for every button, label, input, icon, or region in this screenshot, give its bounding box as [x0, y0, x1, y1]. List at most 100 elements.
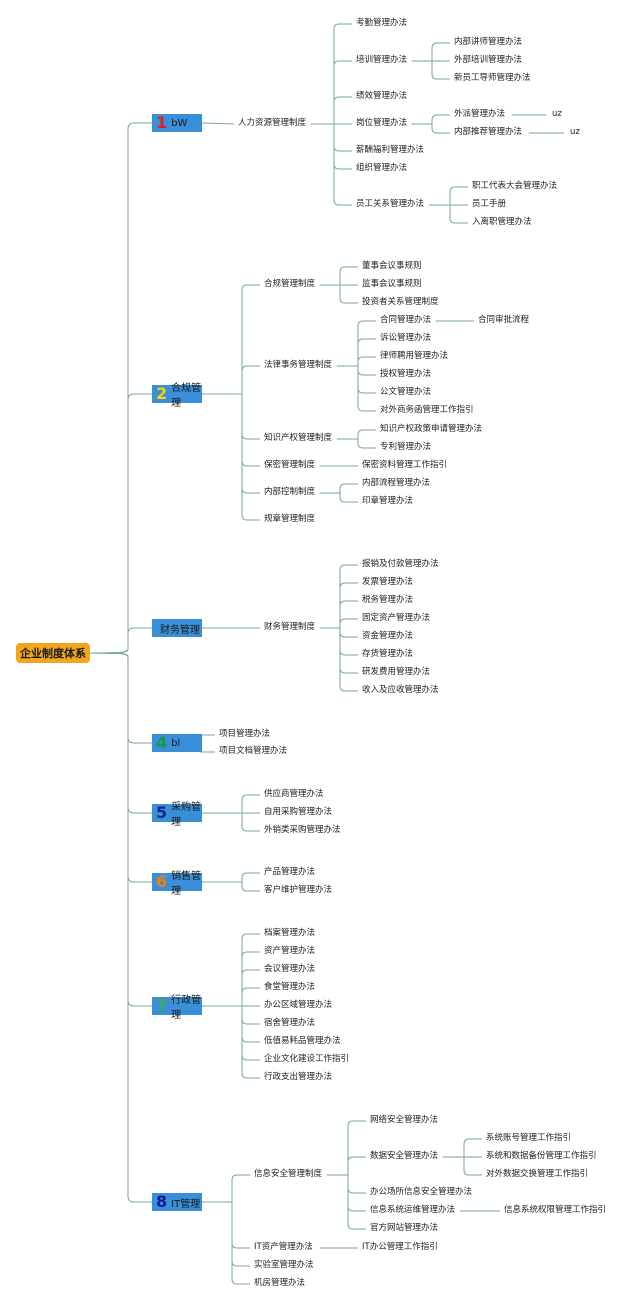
branch-connector	[241, 284, 260, 394]
trunk-connector	[89, 652, 152, 814]
level4-item[interactable]: 对外数据交换管理工作指引	[486, 1169, 589, 1179]
level3-item[interactable]: 员工关系管理办法	[356, 199, 425, 209]
level3-item[interactable]: 律师聘用管理办法	[380, 351, 449, 361]
level2-item[interactable]: 项目管理办法	[219, 729, 271, 739]
level3-item[interactable]: 监事会议事规则	[362, 279, 422, 289]
level2-item[interactable]: 知识产权管理制度	[264, 433, 333, 443]
level2-item[interactable]: 实验室管理办法	[254, 1260, 314, 1270]
branch-label: 采购管理	[171, 802, 202, 828]
level2-item[interactable]: 项目文档管理办法	[219, 746, 288, 756]
level2-item[interactable]: 供应商管理办法	[264, 789, 324, 799]
level3-item[interactable]: 内部流程管理办法	[362, 478, 431, 488]
level2-item[interactable]: 行政支出管理办法	[264, 1072, 333, 1082]
level2-item[interactable]: 产品管理办法	[264, 867, 316, 877]
level3-item[interactable]: 报销及付款管理办法	[362, 559, 439, 569]
level3-item[interactable]: 公文管理办法	[380, 387, 432, 397]
level3-item[interactable]: 固定资产管理办法	[362, 613, 431, 623]
level4-item[interactable]: 合同审批流程	[478, 315, 530, 325]
level3-item[interactable]: 研发费用管理办法	[362, 667, 431, 677]
level2-item[interactable]: 外销类采购管理办法	[264, 825, 341, 835]
level3-item[interactable]: 绩效管理办法	[356, 91, 408, 101]
level3-item[interactable]: 信息系统运维管理办法	[370, 1205, 456, 1215]
level3-item[interactable]: 考勤管理办法	[356, 18, 408, 28]
level3-item[interactable]: 官方网站管理办法	[370, 1223, 439, 1233]
level2-item[interactable]: 食堂管理办法	[264, 982, 316, 992]
level3-item[interactable]: 岗位管理办法	[356, 118, 408, 128]
level2-item[interactable]: 人力资源管理制度	[238, 118, 307, 128]
level3-item[interactable]: 存货管理办法	[362, 649, 414, 659]
level4-item[interactable]: 内部推荐管理办法	[454, 127, 523, 137]
level3-item[interactable]: 发票管理办法	[362, 577, 414, 587]
level2-item[interactable]: IT资产管理办法	[254, 1242, 313, 1252]
level4-item[interactable]: 内部讲师管理办法	[454, 37, 523, 47]
level4-item[interactable]: 信息系统权限管理工作指引	[504, 1205, 607, 1215]
level3-item[interactable]: 组织管理办法	[356, 163, 408, 173]
level3-item[interactable]: 数据安全管理办法	[370, 1151, 439, 1161]
level3-item[interactable]: 收入及应收管理办法	[362, 685, 439, 695]
level2-item[interactable]: 机房管理办法	[254, 1278, 306, 1288]
level2-item[interactable]: 资产管理办法	[264, 946, 316, 956]
level2-item[interactable]: 宿舍管理办法	[264, 1018, 316, 1028]
level3-connector	[463, 1138, 482, 1157]
level4-item[interactable]: 外部培训管理办法	[454, 55, 523, 65]
level3-item[interactable]: 合同管理办法	[380, 315, 432, 325]
level2-item[interactable]: 档案管理办法	[264, 928, 316, 938]
level2-item[interactable]: 法律事务管理制度	[264, 360, 333, 370]
branch-node-3[interactable]: 财务管理	[152, 619, 202, 637]
level3-item[interactable]: 专利管理办法	[380, 442, 432, 452]
level5-item[interactable]: uz	[552, 109, 562, 119]
level2-item[interactable]: 办公区域管理办法	[264, 1000, 333, 1010]
level2-item[interactable]: 企业文化建设工作指引	[264, 1054, 350, 1064]
level2-item[interactable]: 内部控制制度	[264, 487, 316, 497]
level3-item[interactable]: 保密资料管理工作指引	[362, 460, 448, 470]
level2-item[interactable]: 自用采购管理办法	[264, 807, 333, 817]
level2-item[interactable]: 财务管理制度	[264, 622, 316, 632]
level2-item[interactable]: 会议管理办法	[264, 964, 316, 974]
level4-item[interactable]: 外派管理办法	[454, 109, 506, 119]
level3-item[interactable]: 培训管理办法	[356, 55, 408, 65]
level2-item[interactable]: 信息安全管理制度	[254, 1169, 323, 1179]
level4-item[interactable]: 入离职管理办法	[472, 217, 532, 227]
level5-item[interactable]: uz	[570, 127, 580, 137]
level2-connector	[339, 564, 358, 628]
level3-item[interactable]: 印章管理办法	[362, 496, 414, 506]
level4-item[interactable]: 系统账号管理工作指引	[486, 1133, 572, 1143]
branch-number: 7	[156, 996, 168, 1015]
level3-connector	[431, 61, 450, 80]
level3-item[interactable]: 授权管理办法	[380, 369, 432, 379]
level2-connector	[339, 628, 358, 692]
level3-item[interactable]: 薪酬福利管理办法	[356, 145, 425, 155]
level3-item[interactable]: 诉讼管理办法	[380, 333, 432, 343]
level2-item[interactable]: 合规管理制度	[264, 279, 316, 289]
level3-item[interactable]: 资金管理办法	[362, 631, 414, 641]
trunk-connector	[89, 393, 152, 654]
level2-item[interactable]: 规章管理制度	[264, 514, 316, 524]
level3-item[interactable]: 董事会议事规则	[362, 261, 422, 271]
level2-item[interactable]: 客户维护管理办法	[264, 885, 333, 895]
level3-item[interactable]: 对外商务函管理工作指引	[380, 405, 474, 415]
level2-item[interactable]: 低值易耗品管理办法	[264, 1036, 341, 1046]
level3-item[interactable]: 税务管理办法	[362, 595, 414, 605]
level4-item[interactable]: 员工手册	[472, 199, 507, 209]
level4-item[interactable]: 系统和数据备份管理工作指引	[486, 1151, 597, 1161]
level3-item[interactable]: 网络安全管理办法	[370, 1115, 439, 1125]
level3-item[interactable]: IT办公管理工作指引	[362, 1242, 438, 1252]
root-node[interactable]: 企业制度体系	[16, 643, 90, 663]
trunk-connector	[89, 652, 152, 1203]
level4-item[interactable]: 职工代表大会管理办法	[472, 181, 558, 191]
branch-connector	[241, 394, 260, 467]
level2-item[interactable]: 保密管理制度	[264, 460, 316, 470]
level2-connector	[339, 582, 358, 628]
level4-item[interactable]: 新员工导师管理办法	[454, 73, 531, 83]
branch-label: IT管理	[171, 1198, 201, 1210]
level3-item[interactable]: 投资者关系管理制度	[362, 297, 439, 307]
level3-item[interactable]: 办公场所信息安全管理办法	[370, 1187, 473, 1197]
level3-item[interactable]: 知识产权政策申请管理办法	[380, 424, 483, 434]
